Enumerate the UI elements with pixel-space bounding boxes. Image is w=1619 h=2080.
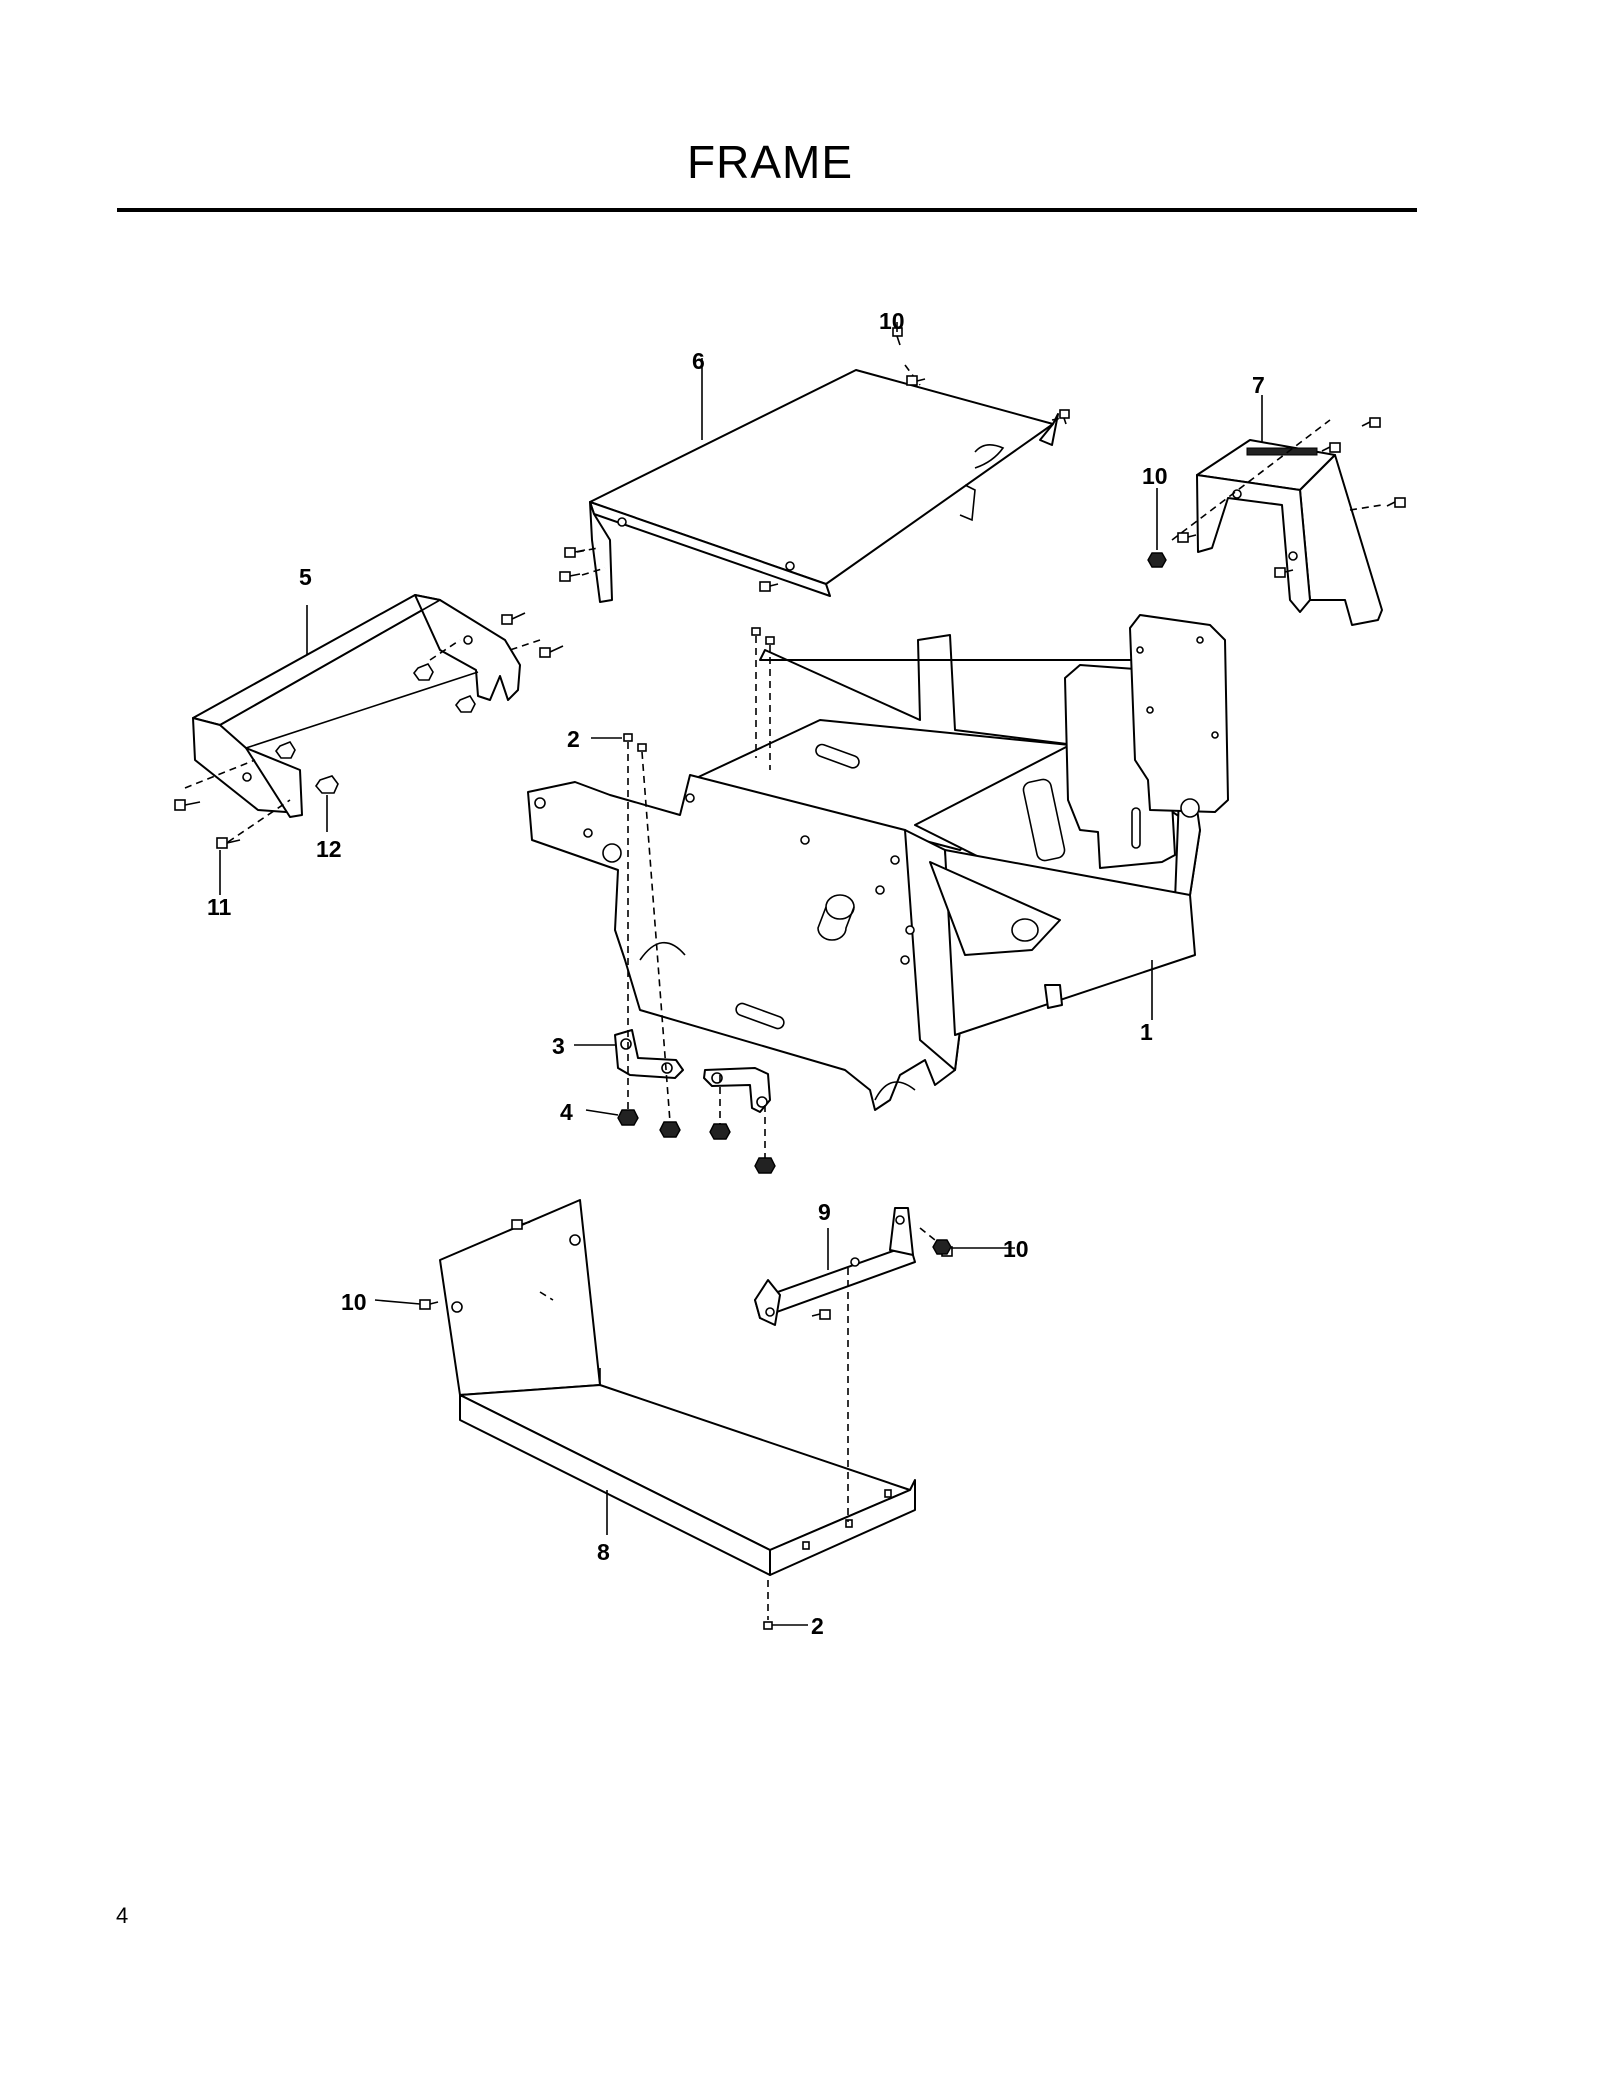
callout-9: 9 — [818, 1199, 831, 1225]
bolt-icon — [811, 1309, 831, 1320]
bolt-icon — [1274, 567, 1294, 578]
part-7-cover — [1196, 439, 1383, 626]
part-9-support-bar — [754, 1207, 916, 1326]
bolt-icon — [174, 799, 201, 811]
nut-icon — [274, 741, 296, 759]
callout-10-tray: 10 — [341, 1289, 367, 1315]
callout-12: 12 — [316, 836, 342, 862]
callout-2-lower: 2 — [811, 1613, 824, 1639]
callout-7: 7 — [1252, 372, 1265, 398]
fasteners — [174, 327, 1406, 1630]
nut-icon — [617, 1109, 639, 1126]
part-8-bottom-tray — [439, 1199, 916, 1576]
bolt-icon — [759, 581, 779, 592]
nut-icon — [932, 1239, 952, 1255]
leader-lines — [219, 322, 1263, 1626]
title-rule — [117, 208, 1417, 212]
callout-11: 11 — [207, 894, 232, 920]
callout-10-top: 10 — [879, 308, 905, 334]
nut-icon — [754, 1157, 776, 1174]
part-3-brackets — [614, 1029, 771, 1113]
nut-icon — [412, 663, 434, 681]
nut-icon — [709, 1123, 731, 1140]
page-number: 4 — [116, 1903, 129, 1928]
callout-4: 4 — [560, 1099, 573, 1125]
callout-10-cover: 10 — [1142, 463, 1168, 489]
screw-icon — [623, 733, 633, 742]
bolt-icon — [1386, 497, 1406, 508]
callout-1: 1 — [1140, 1019, 1153, 1045]
bolt-icon — [501, 612, 526, 625]
bolt-icon — [511, 1219, 531, 1230]
screw-icon — [637, 743, 647, 752]
nut-icon — [659, 1121, 681, 1138]
nut-icon — [314, 775, 339, 794]
bolt-icon — [1321, 442, 1341, 453]
callout-6: 6 — [692, 348, 705, 374]
part-5-front-bracket — [192, 594, 521, 818]
callout-2: 2 — [567, 726, 580, 752]
callout-5: 5 — [299, 564, 312, 590]
bolt-icon — [1177, 532, 1197, 543]
bolt-icon — [419, 1299, 439, 1310]
screw-icon — [763, 1621, 773, 1630]
part-1-side-plates — [1064, 614, 1229, 869]
bolt-icon — [559, 571, 581, 582]
callout-3: 3 — [552, 1033, 565, 1059]
screw-icon — [765, 636, 775, 645]
assembly-lines — [184, 364, 1383, 1620]
nut-icon — [1147, 552, 1167, 568]
nut-icon — [454, 695, 476, 713]
part-6-top-cover — [589, 369, 1059, 603]
bolt-icon — [216, 837, 241, 849]
callout-10-bar: 10 — [1003, 1236, 1029, 1262]
bolt-icon — [906, 375, 926, 386]
bolt-icon — [1361, 417, 1381, 428]
screw-icon — [751, 627, 761, 636]
callouts: 1 2 3 4 5 6 7 8 9 10 10 10 10 11 12 2 — [207, 308, 1265, 1639]
bolt-icon — [564, 547, 586, 558]
page-title: FRAME — [687, 136, 853, 188]
callout-8: 8 — [597, 1539, 610, 1565]
bolt-icon — [539, 645, 564, 658]
bolt-icon — [1059, 409, 1070, 425]
